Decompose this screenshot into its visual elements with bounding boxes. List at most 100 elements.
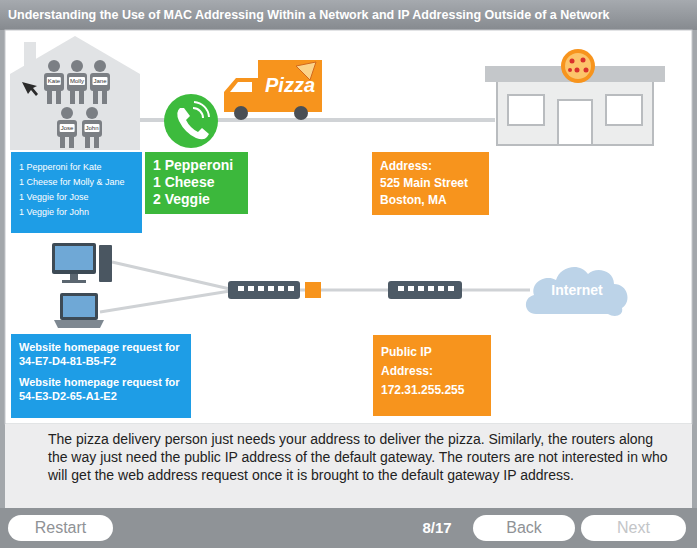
node-text: Website homepage request for 34-E7-D4-81… xyxy=(19,340,183,368)
title-bar xyxy=(0,0,697,30)
desktop-computer xyxy=(99,245,112,282)
node-text: 1 Veggie for Jose xyxy=(19,190,134,205)
pizza-shop xyxy=(568,68,572,72)
gateway-marker xyxy=(305,282,321,298)
people xyxy=(79,90,84,104)
node-text: Public IP Address: xyxy=(381,343,483,381)
router-port xyxy=(258,286,264,291)
house xyxy=(24,42,36,66)
pizza-shop xyxy=(565,53,591,79)
node-text: Internet xyxy=(551,282,602,298)
people xyxy=(85,136,90,148)
phone-icon xyxy=(164,94,218,148)
node-text: Restart xyxy=(35,519,87,537)
node-text: 172.31.255.255 xyxy=(381,381,483,400)
node-text: 1 Veggie for John xyxy=(19,205,134,220)
desktop-computer xyxy=(52,243,112,283)
pizza-shop xyxy=(570,59,575,64)
pizza-shop xyxy=(558,100,592,145)
pizza-shop xyxy=(575,68,580,73)
pizza-shop xyxy=(561,49,595,83)
delivery-truck xyxy=(230,82,252,92)
node-text: 525 Main Street xyxy=(380,175,481,192)
router-icon xyxy=(228,281,300,299)
people xyxy=(86,107,98,119)
content-panel xyxy=(5,30,692,424)
laptop-computer xyxy=(63,296,95,317)
people xyxy=(47,90,52,104)
people xyxy=(67,73,87,91)
people xyxy=(70,90,75,104)
router-icon xyxy=(388,281,462,299)
router-port xyxy=(398,286,404,291)
pizza-shop xyxy=(508,95,544,125)
node-text: Back xyxy=(506,519,542,537)
internet-cloud: Internet xyxy=(522,258,632,322)
delivery-truck xyxy=(224,60,322,120)
pizza-shop xyxy=(606,95,642,125)
node-text: Website homepage request for 54-E3-D2-65… xyxy=(19,375,183,403)
public-ip-box: Public IP Address:172.31.255.255 xyxy=(373,335,491,416)
pizza-shop xyxy=(485,49,665,145)
cursor xyxy=(22,82,38,96)
people xyxy=(69,136,74,148)
pizza-shop xyxy=(581,58,586,63)
truck-sign: Pizza xyxy=(265,74,315,97)
people xyxy=(82,120,102,137)
delivery-truck xyxy=(258,60,322,112)
router-port xyxy=(438,286,444,291)
nav-bar xyxy=(0,508,697,548)
router-port xyxy=(268,286,274,291)
person-tag: Jose xyxy=(60,124,75,132)
slide-title: Understanding the Use of MAC Addressing … xyxy=(8,0,690,30)
router-port xyxy=(448,286,454,291)
node-text: 1 Cheese for Molly & Jane xyxy=(19,175,134,190)
restart-button: Restart xyxy=(8,515,113,541)
people xyxy=(93,90,98,104)
people xyxy=(90,73,110,91)
laptop-computer xyxy=(54,320,104,328)
person-tag: John xyxy=(84,124,99,132)
people xyxy=(44,60,110,148)
caption-panel xyxy=(5,424,692,508)
people xyxy=(60,136,65,148)
network-wire xyxy=(112,262,230,289)
node-text: Boston, MA xyxy=(380,192,481,209)
delivery-truck xyxy=(294,106,308,120)
order-list-box: 1 Pepperoni for Kate1 Cheese for Molly &… xyxy=(11,152,142,233)
next-button: Next xyxy=(581,515,686,541)
people xyxy=(56,90,61,104)
house xyxy=(10,36,140,150)
node-text: Address: xyxy=(380,158,481,175)
node-text: 1 Cheese xyxy=(153,174,240,191)
cloud-shape xyxy=(526,267,628,316)
node-text: 1 Pepperoni for Kate xyxy=(19,160,134,175)
network-wire xyxy=(100,291,230,312)
caption-text: The pizza delivery person just needs you… xyxy=(48,430,670,484)
person-tag: Jane xyxy=(92,77,107,85)
delivery-truck xyxy=(234,106,248,120)
router-port xyxy=(418,286,424,291)
phone-icon xyxy=(164,94,218,148)
laptop-computer xyxy=(54,293,104,328)
people xyxy=(102,90,107,104)
desktop-computer xyxy=(62,280,86,283)
people xyxy=(94,136,99,148)
router-port xyxy=(238,286,244,291)
people xyxy=(94,60,106,72)
node-text: 1 Pepperoni xyxy=(153,157,240,174)
phone-icon xyxy=(177,108,209,139)
people xyxy=(71,60,83,72)
router-icon xyxy=(388,281,462,299)
phone-icon xyxy=(193,108,203,118)
router-port xyxy=(278,286,284,291)
node-text: 2 Veggie xyxy=(153,191,240,208)
pizza-shop xyxy=(497,80,653,145)
back-button: Back xyxy=(473,515,575,541)
address-box: Address:525 Main StreetBoston, MA xyxy=(372,152,489,215)
node-text: Next xyxy=(617,519,650,537)
desktop-computer xyxy=(70,274,78,280)
desktop-computer xyxy=(55,246,93,270)
